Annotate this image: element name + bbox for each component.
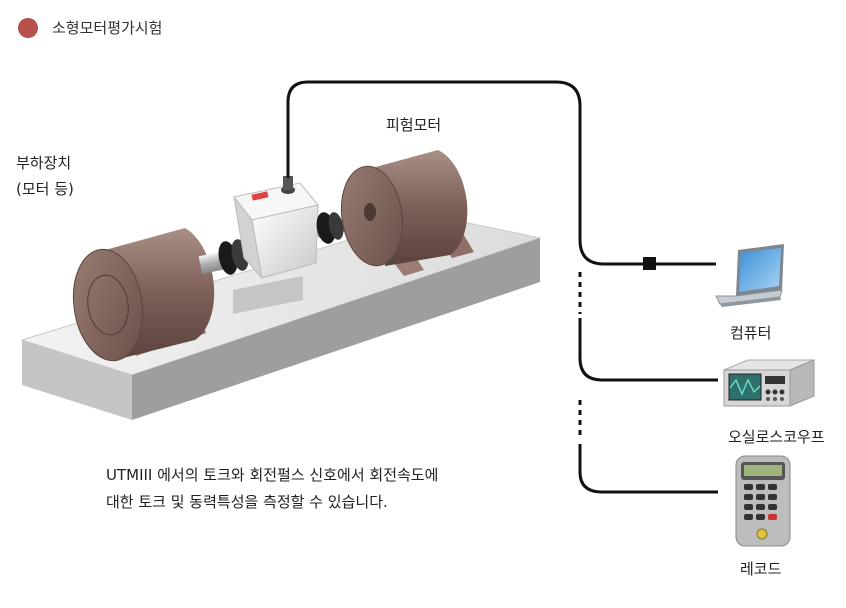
- computer-icon: [715, 244, 784, 307]
- page-title: 소형모터평가시험: [52, 19, 163, 37]
- load-motor: [72, 228, 215, 362]
- recorder-icon: [735, 455, 791, 547]
- oscilloscope-icon: [723, 359, 815, 407]
- label-recorder: 레코드: [740, 560, 782, 578]
- label-computer: 컴퓨터: [730, 324, 772, 342]
- label-oscilloscope: 오실로스코우프: [728, 428, 825, 446]
- signal-cable: [286, 80, 716, 266]
- label-test-motor: 피험모터: [386, 116, 442, 134]
- cable-to-oscilloscope: [578, 318, 718, 382]
- description-line-1: UTMIII 에서의 토크와 회전펄스 신호에서 회전속도에: [106, 466, 439, 484]
- cable-to-recorder: [578, 444, 718, 494]
- label-load-device-sub: (모터 등): [16, 180, 74, 198]
- description-text: UTMIII 에서의 토크와 회전펄스 신호에서 회전속도에 대한 토크 및 동…: [106, 462, 438, 516]
- torque-sensor: [233, 176, 319, 280]
- test-motor: [340, 150, 474, 276]
- cable-connector: [643, 257, 656, 270]
- title-bullet-dot: [18, 18, 38, 38]
- label-load-device: 부하장치: [16, 154, 72, 172]
- description-line-2: 대한 토크 및 동력특성을 측정할 수 있습니다.: [106, 493, 388, 511]
